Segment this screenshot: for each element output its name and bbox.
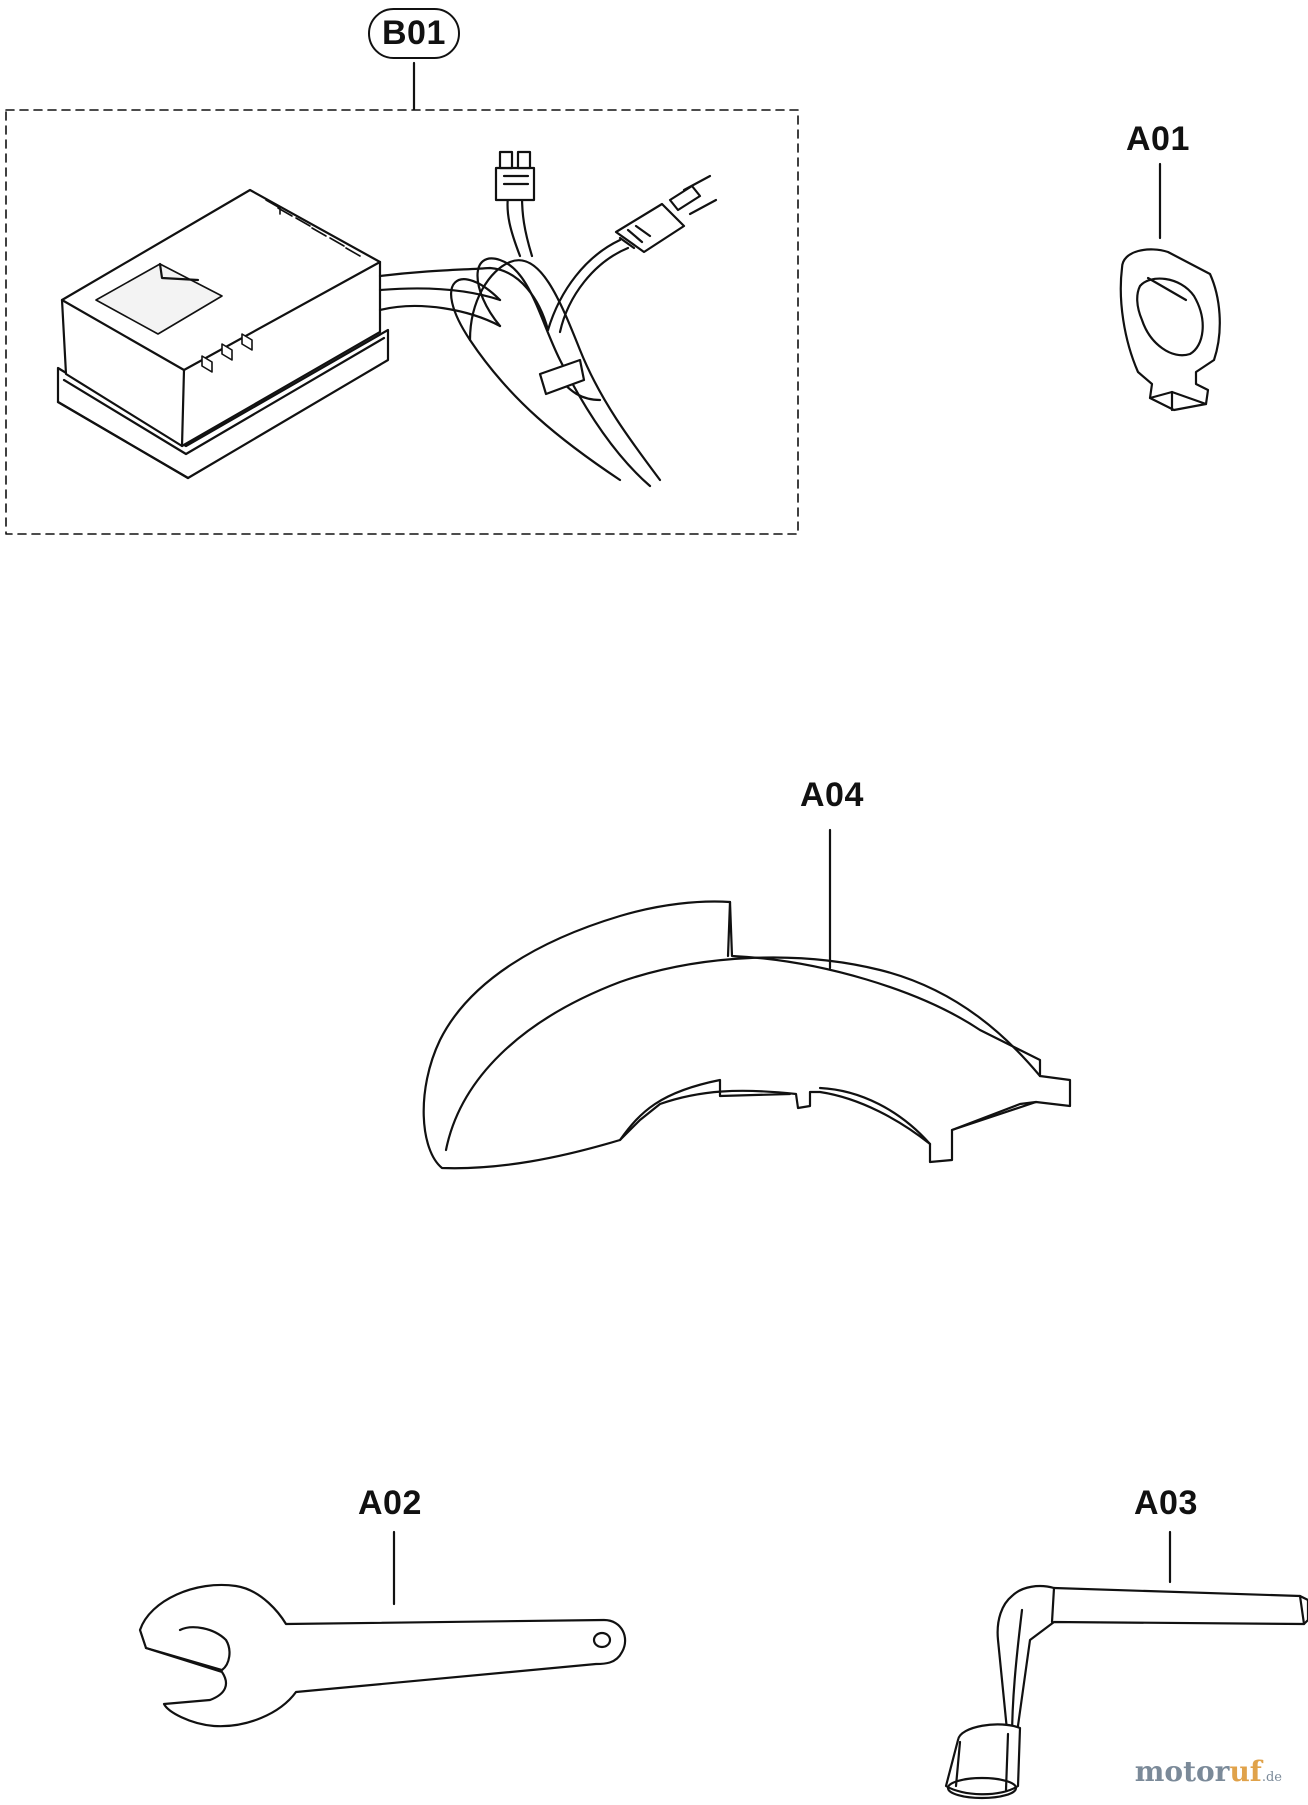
watermark-suffix: .de	[1261, 1770, 1282, 1785]
charger-cables	[378, 150, 718, 488]
callout-a04: A04	[800, 776, 864, 814]
b01-dashed-frame	[5, 109, 799, 535]
watermark-text-b: uf	[1229, 1755, 1262, 1788]
callout-b01: B01	[368, 8, 460, 59]
charger-group-b01	[5, 61, 799, 535]
callout-a02: A02	[358, 1484, 422, 1522]
socket-wrench-a03	[944, 1530, 1308, 1800]
charger-unit	[56, 188, 390, 480]
blade-guard-a04	[422, 828, 1072, 1170]
wrench-a02	[138, 1530, 627, 1728]
bracket-a01	[1119, 162, 1221, 412]
site-watermark: motoruf.de	[1135, 1755, 1282, 1788]
callout-a01: A01	[1126, 120, 1190, 158]
watermark-text-a: motor	[1134, 1755, 1230, 1788]
callout-a03: A03	[1134, 1484, 1198, 1522]
